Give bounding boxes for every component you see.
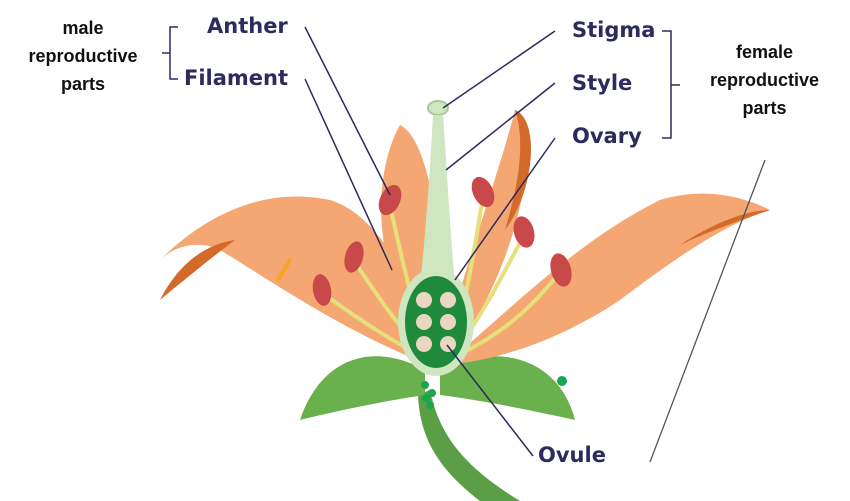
- green-marks: [421, 376, 567, 409]
- sepal-right: [440, 356, 575, 420]
- anthers: [312, 176, 572, 306]
- male-group-line-2: reproductive: [28, 46, 138, 66]
- style-label: Style: [572, 71, 633, 95]
- ovary-inner: [405, 276, 467, 368]
- stigma-label: Stigma: [572, 18, 656, 42]
- sepal-left: [300, 356, 425, 420]
- filament-label: Filament: [184, 66, 289, 90]
- female-group-line-1: female: [735, 42, 794, 62]
- ovules: [416, 292, 456, 352]
- female-parts-group: female reproductive parts: [692, 38, 837, 122]
- petal-back-right-edge: [505, 110, 532, 230]
- male-bracket: [162, 26, 178, 80]
- stigma-shape: [427, 100, 449, 116]
- anther-label: Anther: [207, 14, 288, 38]
- female-group-line-2: reproductive: [709, 70, 820, 90]
- male-parts-group: male reproductive parts: [8, 14, 158, 98]
- orange-mark: [276, 258, 292, 282]
- leader-lines: [304, 26, 556, 457]
- style-shape: [420, 115, 455, 285]
- petal-right: [445, 193, 770, 365]
- male-group-line-1: male: [62, 18, 104, 38]
- male-group-line-3: parts: [60, 74, 105, 94]
- ovule-label: Ovule: [538, 443, 606, 467]
- ovary-label: Ovary: [572, 124, 642, 148]
- female-bracket: [662, 30, 680, 139]
- female-group-line-3: parts: [742, 98, 787, 118]
- female-leader-line: [649, 159, 766, 463]
